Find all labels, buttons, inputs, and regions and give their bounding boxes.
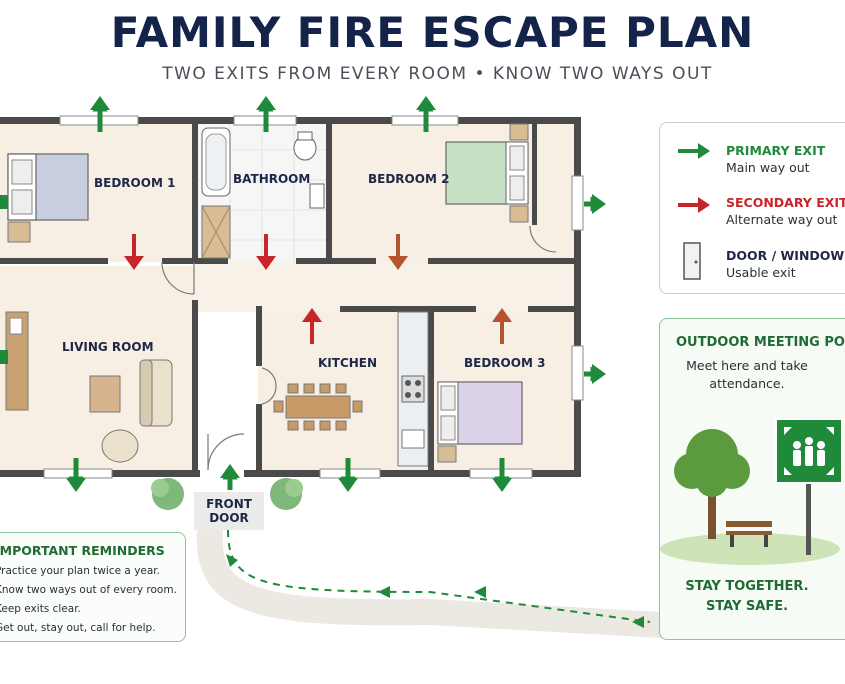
- bedroom2-furniture: [445, 123, 529, 223]
- living-furniture: [0, 195, 173, 463]
- legend-primary-sub: Main way out: [726, 160, 810, 175]
- door-window-icon: [683, 242, 701, 280]
- room-label-bathroom: BATHROOM: [233, 172, 311, 186]
- front-door-line2: DOOR: [209, 511, 249, 525]
- room-label-bedroom1: BEDROOM 1: [94, 176, 176, 190]
- bench-icon: [726, 521, 772, 547]
- room-label-bedroom3: BEDROOM 3: [464, 356, 546, 370]
- meeting-text-line1: Meet here and take: [686, 358, 808, 373]
- reminder-item: Know two ways out of every room.: [0, 584, 177, 596]
- reminders-title: IMPORTANT REMINDERS: [0, 543, 165, 558]
- tree-icon: [674, 429, 750, 497]
- meeting-point-text: Meet here and take attendance.: [660, 357, 834, 393]
- legend-secondary-sub: Alternate way out: [726, 212, 838, 227]
- room-label-bedroom2: BEDROOM 2: [368, 172, 450, 186]
- page-subtitle: TWO EXITS FROM EVERY ROOM • KNOW TWO WAY…: [162, 64, 713, 84]
- meeting-point-footer: STAY TOGETHER. STAY SAFE.: [660, 577, 834, 617]
- page-title: FAMILY FIRE ESCAPE PLAN: [110, 8, 755, 57]
- reminders-panel: IMPORTANT REMINDERS Practice your plan t…: [0, 532, 186, 642]
- legend-door-title: DOOR / WINDOW: [726, 248, 845, 263]
- escape-path-dashes: [227, 529, 651, 623]
- meeting-point-panel: OUTDOOR MEETING POINT Meet here and take…: [659, 318, 845, 640]
- front-door-line1: FRONT: [206, 497, 252, 511]
- tree-trunk: [708, 489, 716, 539]
- sign-pole: [806, 479, 811, 555]
- legend-primary-title: PRIMARY EXIT: [726, 143, 826, 158]
- door-swings: [161, 225, 557, 471]
- bedroom3-furniture: [437, 381, 523, 463]
- meeting-foot-line1: STAY TOGETHER.: [685, 579, 809, 594]
- reminder-item: Get out, stay out, call for help.: [0, 622, 156, 634]
- meeting-foot-line2: STAY SAFE.: [705, 599, 789, 614]
- meeting-point-illustration: [660, 418, 843, 565]
- reminder-item: Keep exits clear.: [0, 603, 81, 615]
- meeting-text-line2: attendance.: [709, 376, 785, 391]
- legend-secondary-title: SECONDARY EXIT: [726, 195, 845, 210]
- secondary-exit-icon: [678, 197, 710, 213]
- meeting-point-title: OUTDOOR MEETING POINT: [676, 335, 845, 350]
- room-label-living-room: LIVING ROOM: [62, 340, 154, 354]
- path-arrowheads: [226, 554, 644, 628]
- room-label-kitchen: KITCHEN: [318, 356, 378, 370]
- primary-exit-heads: [66, 96, 606, 492]
- legend-panel: PRIMARY EXIT Main way out SECONDARY EXIT…: [659, 122, 845, 294]
- front-door-label: FRONT DOOR: [194, 492, 264, 530]
- primary-exit-icon: [678, 143, 710, 159]
- bedroom1-furniture: [7, 153, 89, 243]
- legend-door-sub: Usable exit: [726, 265, 796, 280]
- reminder-item: Practice your plan twice a year.: [0, 565, 160, 577]
- kitchen-furniture: [273, 311, 429, 467]
- bathroom-fixtures: [201, 127, 325, 259]
- bushes: [151, 478, 303, 510]
- secondary-exit-arrows: [124, 234, 512, 344]
- escape-path: [196, 515, 673, 638]
